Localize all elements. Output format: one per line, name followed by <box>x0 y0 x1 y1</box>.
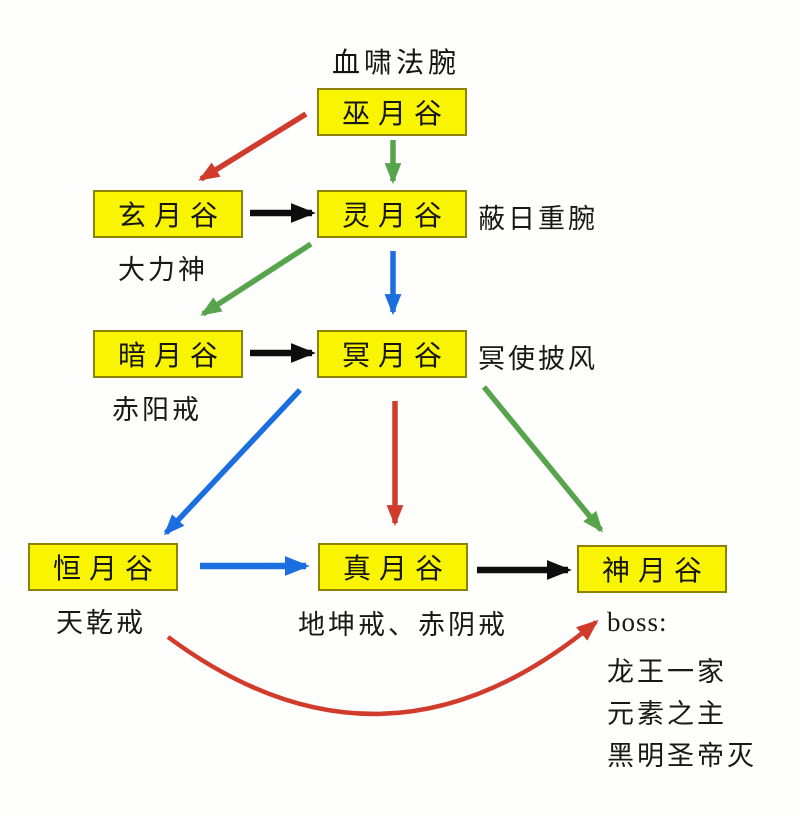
arrow-ming-shen <box>481 385 604 533</box>
boss-heading: boss: <box>607 607 668 637</box>
node-anyuegu: 暗月谷 <box>93 330 243 378</box>
boss-item: 龙王一家 <box>607 657 727 687</box>
note-zhenyuegu-reward: 地坤戒、赤阴戒 <box>298 610 508 640</box>
arrow-ling-an <box>200 241 313 317</box>
boss-item: 黑明圣帝灭 <box>607 741 757 771</box>
note-lingyuegu-reward: 蔽日重腕 <box>478 204 598 234</box>
note-anyuegu-reward: 赤阳戒 <box>112 395 202 425</box>
note-xuanyuegu-reward: 大力神 <box>118 255 208 285</box>
node-lingyuegu: 灵月谷 <box>317 190 467 238</box>
note-hengyuegu-reward: 天乾戒 <box>56 608 146 638</box>
diagram-title: 血啸法腕 <box>332 48 461 79</box>
node-wuyuegu: 巫月谷 <box>317 88 467 136</box>
node-hengyuegu: 恒月谷 <box>28 543 178 591</box>
node-shenyuegu: 神月谷 <box>577 545 727 593</box>
node-zhenyuegu: 真月谷 <box>318 543 468 591</box>
node-mingyuegu: 冥月谷 <box>317 330 467 378</box>
note-mingyuegu-reward: 冥使披风 <box>478 344 598 374</box>
arrow-heng-shen-curved <box>166 619 599 717</box>
node-xuanyuegu: 玄月谷 <box>93 190 243 238</box>
arrow-wu-xuan <box>198 111 308 182</box>
arrow-ming-heng <box>163 388 303 536</box>
boss-item: 元素之主 <box>607 699 727 729</box>
